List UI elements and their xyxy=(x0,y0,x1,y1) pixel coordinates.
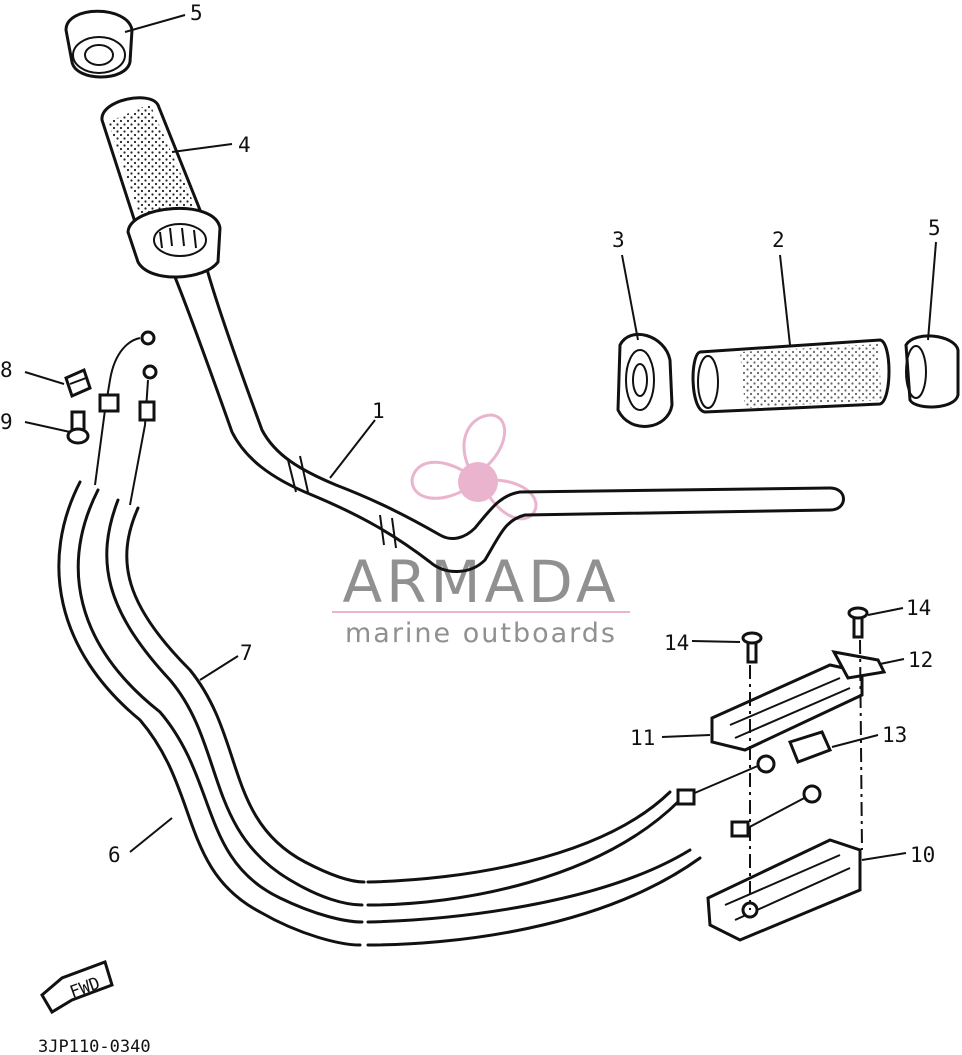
handlebar xyxy=(168,260,845,573)
label-part-13: 13 xyxy=(882,723,907,747)
label-part-9: 9 xyxy=(0,410,13,434)
right-grip xyxy=(691,338,891,414)
fwd-arrow-icon: FWD xyxy=(40,960,114,1015)
label-part-14-left: 14 xyxy=(664,631,689,655)
watermark-logo: ARMADA marine outboards xyxy=(332,413,630,649)
label-part-14-right: 14 xyxy=(906,596,931,620)
label-part-6: 6 xyxy=(108,843,121,867)
housing-plate xyxy=(831,649,887,680)
label-part-3: 3 xyxy=(612,228,625,252)
label-part-4: 4 xyxy=(238,133,251,157)
throttle-collar xyxy=(616,332,674,428)
housing-screws xyxy=(741,606,869,664)
watermark-tagline: marine outboards xyxy=(345,618,617,649)
bar-end-cap-top xyxy=(64,9,134,79)
label-part-11: 11 xyxy=(630,726,655,750)
propeller-icon xyxy=(410,413,538,521)
clamp-screw xyxy=(66,410,90,445)
label-part-1: 1 xyxy=(372,399,385,423)
right-grip-assembly xyxy=(616,332,960,428)
throttle-cables xyxy=(57,330,822,947)
bar-end-cap-right xyxy=(904,334,960,409)
label-part-5-top: 5 xyxy=(190,1,203,25)
cable-clamp xyxy=(64,367,92,399)
diagram-code: 3JP110-0340 xyxy=(38,1037,151,1055)
leader-lines xyxy=(24,14,937,861)
throttle-housing xyxy=(706,606,887,942)
label-part-10: 10 xyxy=(910,843,935,867)
watermark-name: ARMADA xyxy=(342,548,619,616)
label-part-7: 7 xyxy=(240,641,253,665)
label-part-12: 12 xyxy=(908,648,933,672)
left-grip xyxy=(100,96,222,279)
cable-guide-block xyxy=(788,730,833,764)
label-part-5-right: 5 xyxy=(928,216,941,240)
label-part-8: 8 xyxy=(0,358,13,382)
part-labels: 5 4 3 2 5 1 8 9 7 6 10 11 13 12 14 14 xyxy=(0,1,941,867)
label-part-2: 2 xyxy=(772,228,785,252)
housing-lower xyxy=(706,838,862,942)
housing-upper xyxy=(710,663,864,752)
